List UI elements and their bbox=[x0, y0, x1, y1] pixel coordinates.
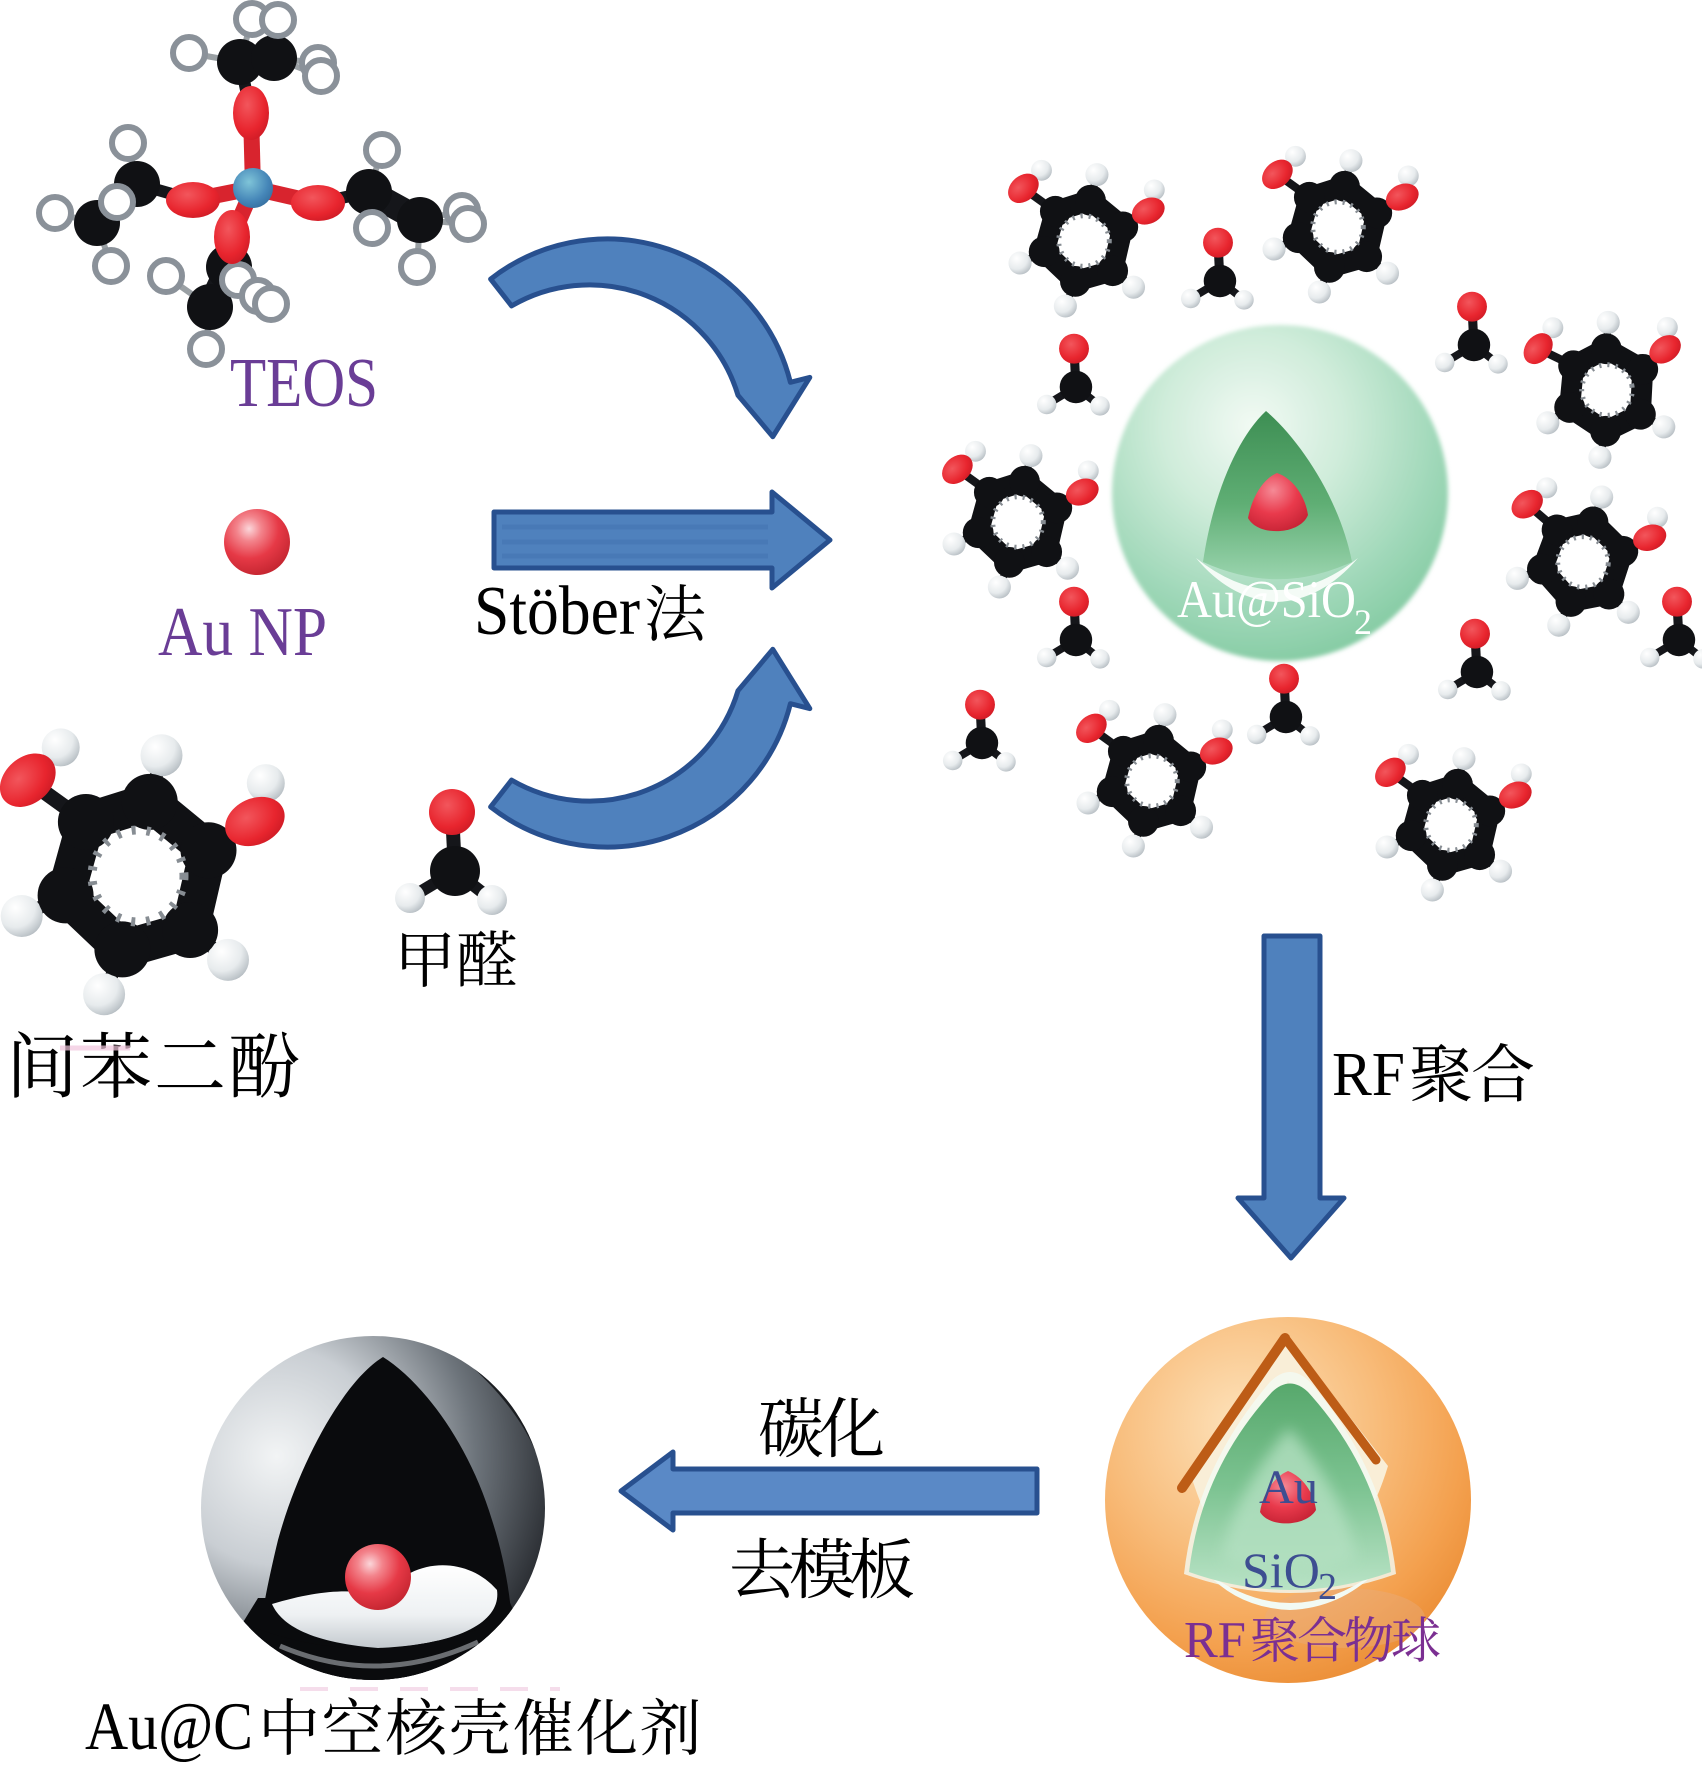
svg-text:TEOS: TEOS bbox=[230, 345, 378, 422]
svg-text:2: 2 bbox=[1318, 1566, 1337, 1608]
svg-text:Au@C: Au@C bbox=[85, 1688, 253, 1764]
svg-text:SiO: SiO bbox=[1242, 1542, 1320, 1598]
svg-text:Au@SiO: Au@SiO bbox=[1177, 571, 1356, 629]
svg-text:RF: RF bbox=[1184, 1612, 1246, 1669]
svg-text:Au: Au bbox=[1259, 1461, 1318, 1514]
svg-text:Au NP: Au NP bbox=[158, 594, 327, 671]
svg-text:Stöber: Stöber bbox=[474, 573, 640, 650]
svg-text:RF: RF bbox=[1332, 1041, 1405, 1109]
svg-text:2: 2 bbox=[1354, 602, 1372, 642]
